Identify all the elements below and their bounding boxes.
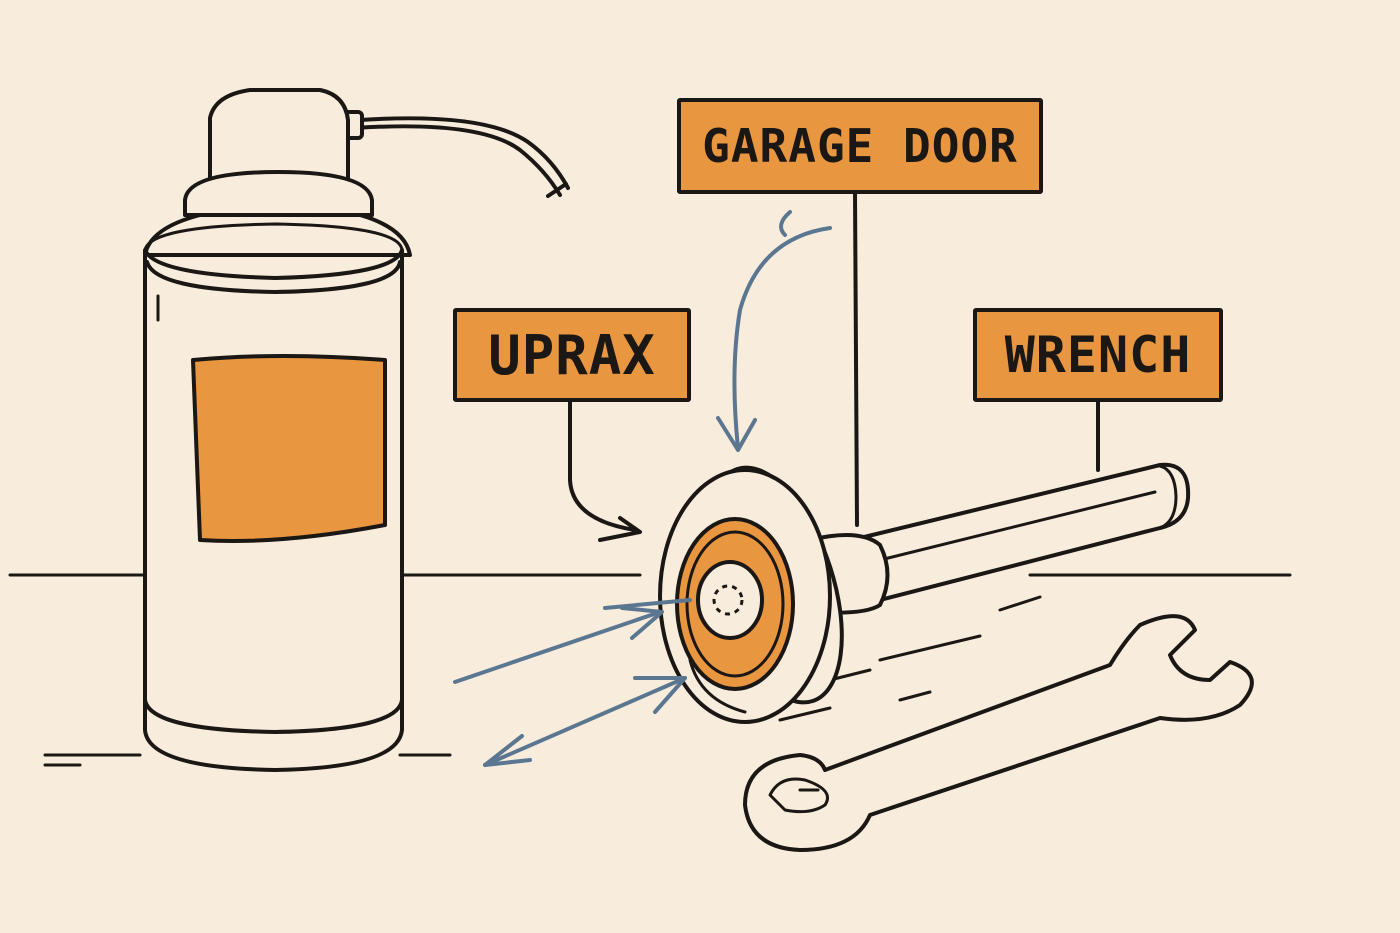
label-wrench: WRENCH — [973, 308, 1223, 402]
label-uprax: UPRAX — [453, 308, 691, 402]
wrench-icon — [743, 614, 1254, 852]
spray-can-icon — [143, 88, 570, 772]
label-uprax-text: UPRAX — [488, 323, 656, 387]
motion-lines — [778, 595, 1042, 722]
leader-lines — [568, 190, 1100, 542]
label-wrench-text: WRENCH — [1004, 326, 1192, 384]
roller-shaft-icon — [808, 462, 1191, 615]
arrows — [453, 210, 832, 767]
label-garage-door-text: GARAGE DOOR — [702, 119, 1018, 173]
roller-wheel-icon — [658, 465, 844, 724]
floor-lines — [8, 573, 1292, 767]
label-garage-door: GARAGE DOOR — [677, 98, 1043, 194]
